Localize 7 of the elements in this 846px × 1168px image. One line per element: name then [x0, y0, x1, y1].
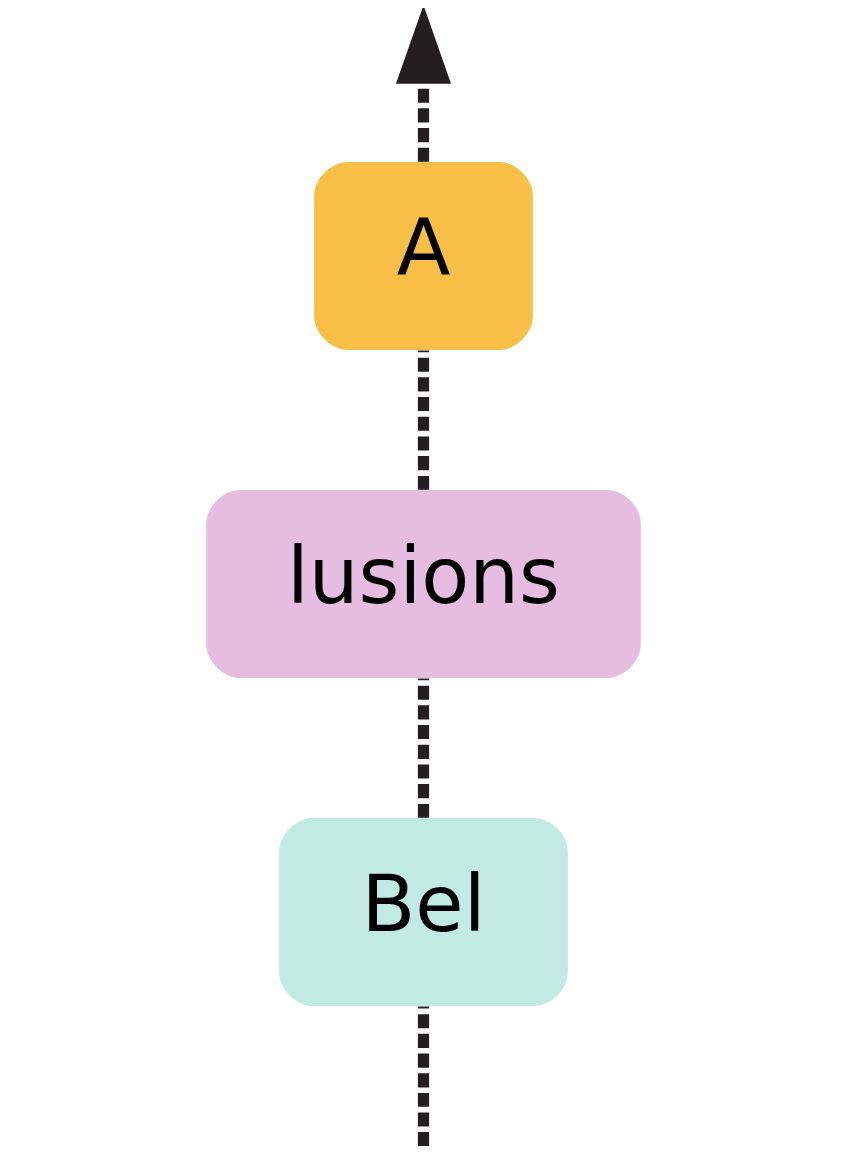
- connector: [417, 1006, 429, 1146]
- node-box: Bel: [278, 818, 568, 1006]
- connector: [417, 678, 429, 818]
- arrow: [395, 8, 451, 162]
- node-box: lusions: [205, 490, 641, 678]
- connector: [417, 350, 429, 490]
- node-box: A: [313, 162, 533, 350]
